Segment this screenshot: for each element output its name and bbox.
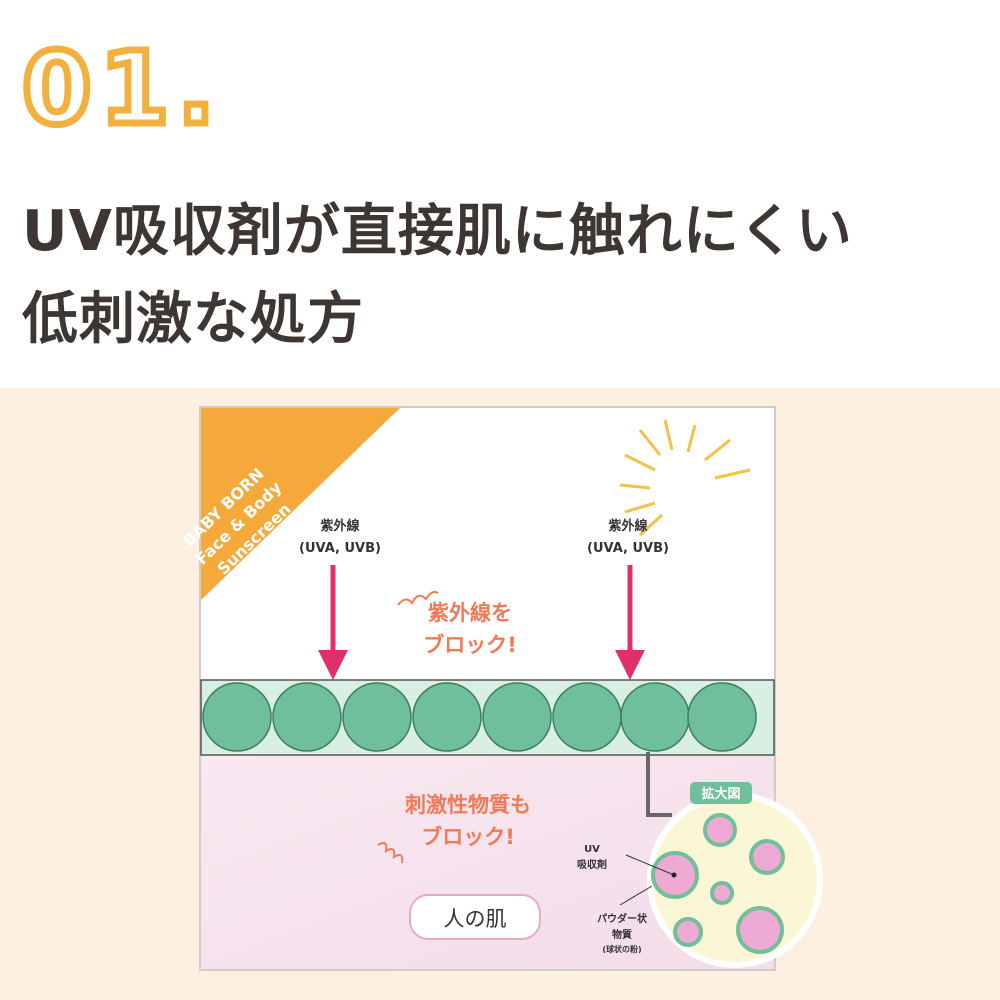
powder-particles <box>202 682 757 752</box>
zoom-label-box <box>690 782 752 804</box>
wave-icon-2 <box>377 842 404 864</box>
zoom-arrow <box>646 752 672 817</box>
svg-text:(UVA, UVB): (UVA, UVB) <box>299 541 381 556</box>
uv-label-right: 紫外線 <box>608 518 648 534</box>
block-uv-text: 紫外線を <box>428 601 512 625</box>
svg-text:(UVA, UVB): (UVA, UVB) <box>587 541 669 556</box>
header-area: 01. UV吸収剤が直接肌に触れにくい 低刺激な処方 <box>0 0 1000 388</box>
svg-text:ブロック!: ブロック! <box>421 825 515 849</box>
block-irritant-text: 刺激性物質も <box>405 793 531 817</box>
section-number: 01. <box>18 27 224 151</box>
skin-label-box <box>409 894 541 940</box>
headline-line1: UV吸収剤が直接肌に触れにくい <box>22 199 853 264</box>
uv-label-left: 紫外線 <box>320 518 360 534</box>
sun-icon <box>619 419 751 537</box>
powder-label: パウダー状 <box>597 912 648 925</box>
skin-label: 人の肌 <box>444 907 507 931</box>
svg-text:吸収剤: 吸収剤 <box>577 858 607 871</box>
headline-line2: 低刺激な処方 <box>22 287 364 352</box>
svg-text:ブロック!: ブロック! <box>423 633 517 657</box>
svg-text:(球状の粉): (球状の粉) <box>602 944 641 954</box>
headline: UV吸収剤が直接肌に触れにくい 低刺激な処方 <box>22 188 853 364</box>
uv-absorber-label: UV <box>584 844 600 855</box>
svg-text:物質: 物質 <box>612 928 632 941</box>
brand-corner <box>201 408 400 600</box>
wave-icon <box>397 590 439 606</box>
zoom-label: 拡大図 <box>701 786 740 802</box>
